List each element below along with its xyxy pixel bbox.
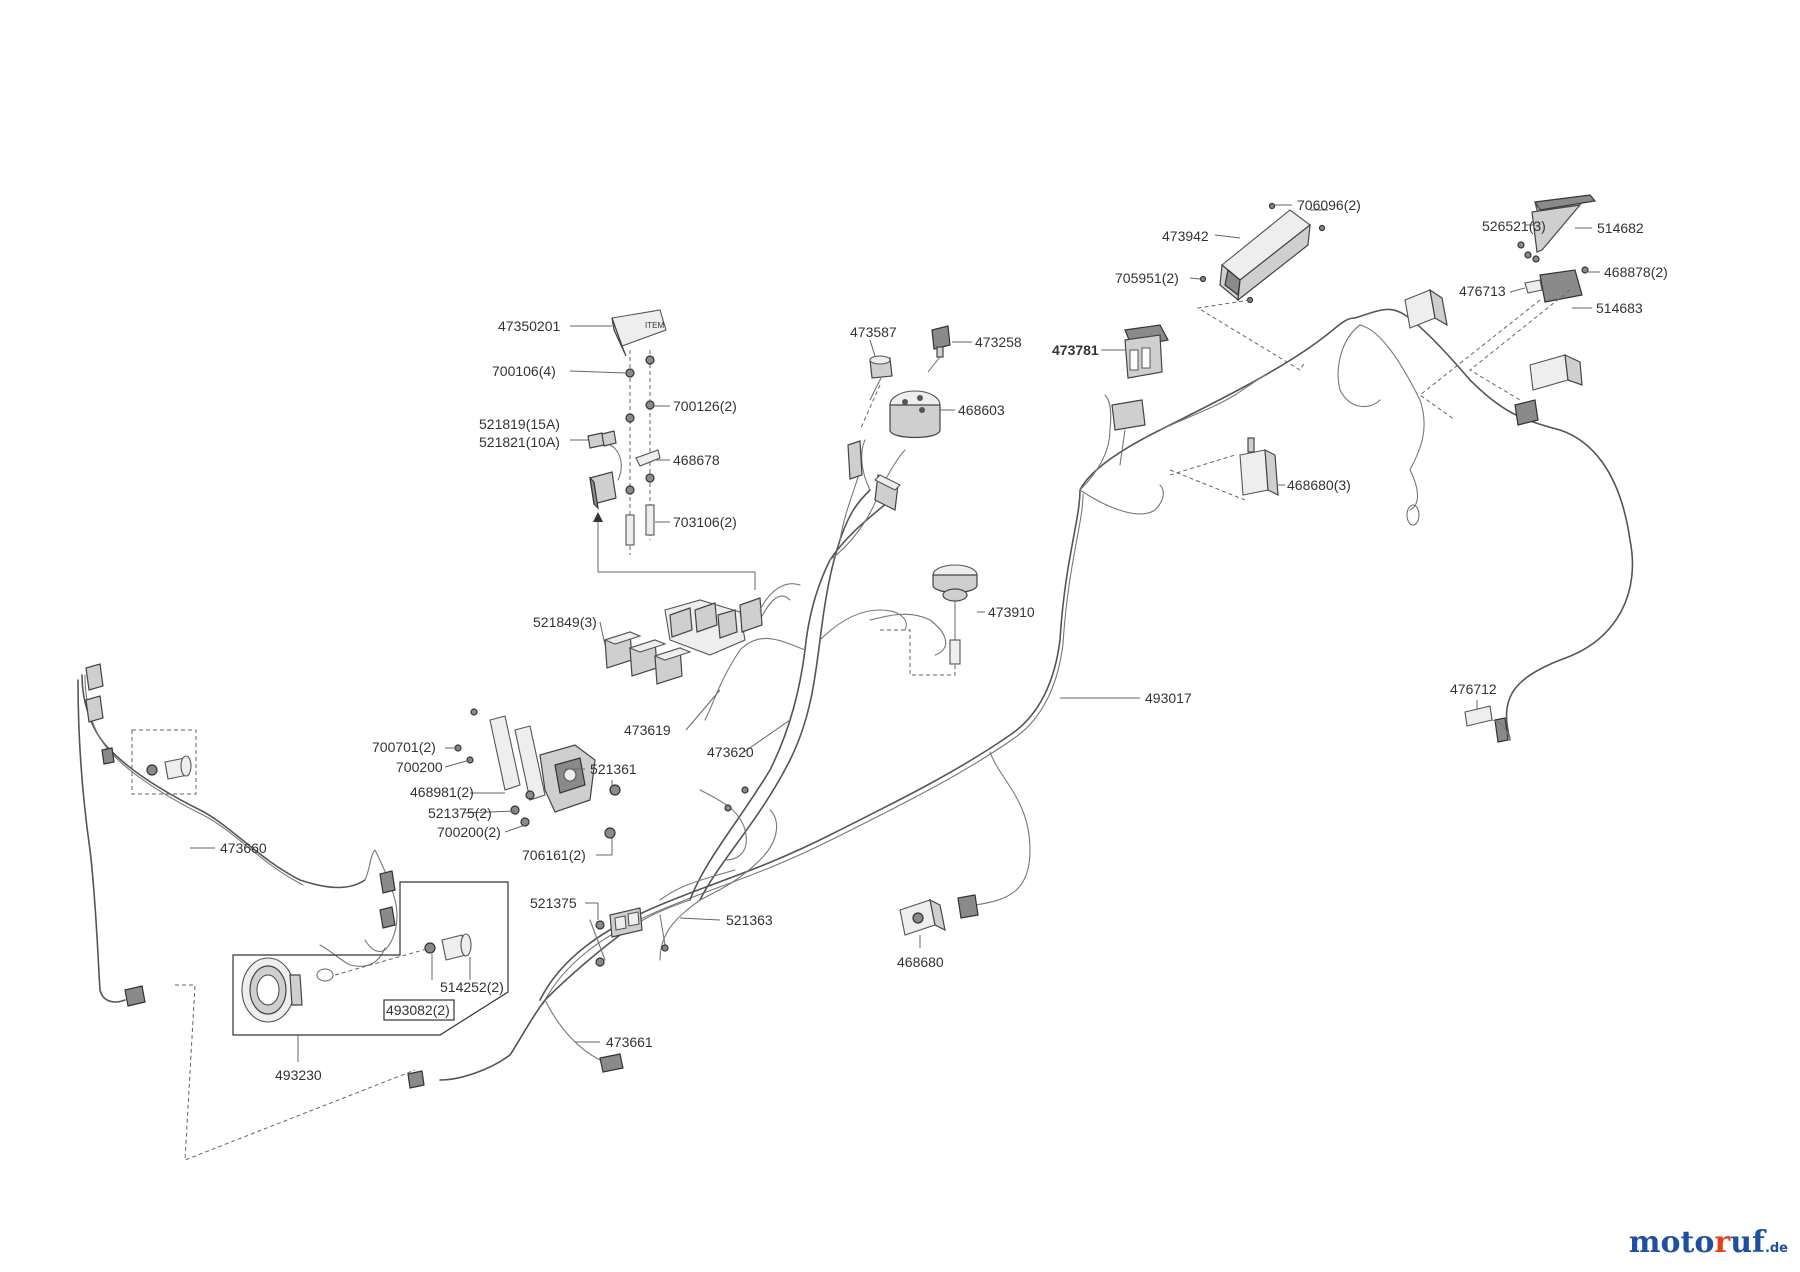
label-700126: 700126(2)	[673, 398, 737, 414]
label-473620: 473620	[707, 744, 754, 760]
label-493017: 493017	[1145, 690, 1192, 706]
label-473910: 473910	[988, 604, 1035, 620]
sensor-473910	[880, 564, 978, 676]
switch-473587	[847, 355, 893, 480]
label-700106: 700106(4)	[492, 363, 556, 379]
label-706161: 706161(2)	[522, 847, 586, 863]
label-521375: 521375	[530, 895, 577, 911]
label-521819: 521819(15A)	[479, 416, 560, 432]
label-514682: 514682	[1597, 220, 1644, 236]
label-473942: 473942	[1162, 228, 1209, 244]
logo-part-2: r	[1714, 1225, 1731, 1260]
label-521363: 521363	[726, 912, 773, 928]
label-468603: 468603	[958, 402, 1005, 418]
label-526521: 526521(3)	[1482, 218, 1546, 234]
fuse-holder-assembly: ITEM	[587, 309, 756, 590]
label-468678: 468678	[673, 452, 720, 468]
label-468680: 468680	[897, 954, 944, 970]
label-705951: 705951(2)	[1115, 270, 1179, 286]
label-473619: 473619	[624, 722, 671, 738]
relay-group-521849	[603, 583, 801, 685]
label-473660: 473660	[220, 840, 267, 856]
label-521821: 521821(10A)	[479, 434, 560, 450]
right-switch-514682	[1531, 194, 1597, 253]
label-700200a: 700200	[396, 759, 443, 775]
label-468680-3: 468680(3)	[1287, 477, 1351, 493]
label-47350201: 47350201	[498, 318, 561, 334]
label-521361: 521361	[590, 761, 637, 777]
right-module-514683	[1419, 241, 1589, 421]
motoruf-logo: motoruf.de	[1629, 1225, 1788, 1260]
logo-part-3: uf	[1730, 1225, 1765, 1260]
label-706096: 706096(2)	[1297, 197, 1361, 213]
control-unit-473942	[1196, 202, 1328, 371]
bracket-521361	[454, 708, 621, 839]
logo-part-1: moto	[1628, 1225, 1715, 1260]
label-521849: 521849(3)	[533, 614, 597, 630]
label-700701: 700701(2)	[372, 739, 436, 755]
label-473661: 473661	[606, 1034, 653, 1050]
svg-text:ITEM: ITEM	[645, 321, 664, 330]
label-468878: 468878(2)	[1604, 264, 1668, 280]
label-703106: 703106(2)	[673, 514, 737, 530]
logo-tld: .de	[1764, 1241, 1788, 1256]
label-468981: 468981(2)	[410, 784, 474, 800]
label-493230: 493230	[275, 1067, 322, 1083]
label-700200b: 700200(2)	[437, 824, 501, 840]
label-514683: 514683	[1596, 300, 1643, 316]
part-labels: 706096(2) 473942 705951(2) 526521(3) 514…	[220, 197, 1668, 1083]
seat-switch-468680	[899, 894, 979, 936]
key-473258	[927, 325, 951, 373]
label-473258: 473258	[975, 334, 1022, 350]
switch-473781	[1111, 324, 1169, 466]
right-connector-mid	[1406, 353, 1583, 526]
left-harness-473660	[77, 663, 398, 1007]
label-521375-2: 521375(2)	[428, 805, 492, 821]
ignition-468603	[874, 390, 941, 511]
label-514252: 514252(2)	[440, 979, 504, 995]
label-493082: 493082(2)	[386, 1002, 450, 1018]
leader-lines	[190, 204, 1600, 1062]
label-476713: 476713	[1459, 283, 1506, 299]
connector-476712	[1464, 705, 1511, 743]
light-assembly-493230	[175, 881, 509, 1161]
label-473587: 473587	[850, 324, 897, 340]
label-473781: 473781	[1052, 342, 1099, 358]
lower-harness-473661	[407, 786, 749, 1089]
safety-switch-468680-3	[1169, 437, 1279, 501]
central-harness-branches	[619, 439, 947, 961]
right-connector-top	[1404, 288, 1448, 329]
label-476712: 476712	[1450, 681, 1497, 697]
